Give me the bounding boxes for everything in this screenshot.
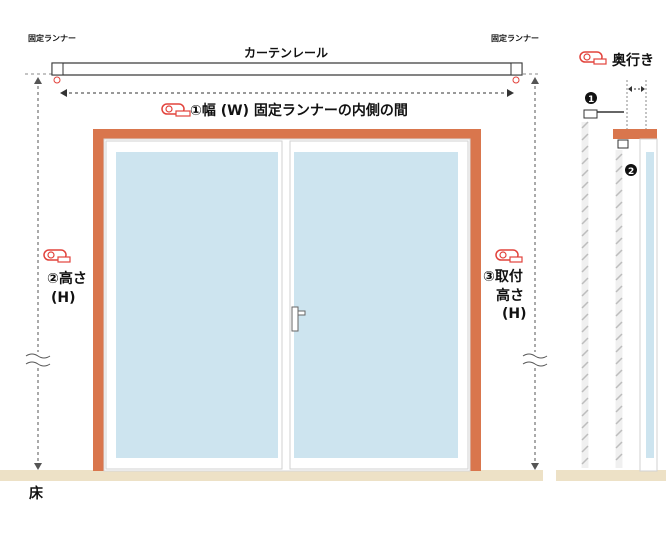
side-glass	[646, 152, 654, 458]
floor-main	[0, 470, 543, 481]
mount-label-line3: (H)	[502, 306, 527, 322]
curtain-rail	[51, 62, 523, 76]
mount-label-line1: ③取付	[483, 268, 523, 285]
hatch-left	[581, 121, 589, 465]
hatch-right	[615, 153, 623, 461]
tape-measure-icon	[495, 249, 523, 263]
marker-2	[625, 164, 637, 176]
runner-right-hook	[512, 76, 520, 84]
mount-arrow-bottom	[531, 463, 539, 470]
width-label: ①幅 (W) 固定ランナーの内側の間	[190, 102, 408, 119]
height-label-line2: (H)	[51, 290, 76, 306]
runner-right	[510, 62, 523, 76]
depth-label: 奥行き	[612, 52, 654, 69]
side-frame-top	[613, 129, 657, 139]
rail-section	[583, 109, 598, 119]
runner-label-right: 固定ランナー	[491, 33, 539, 43]
runner-left	[51, 62, 64, 76]
mount-arrow-top	[531, 77, 539, 84]
depth-arrow-left	[628, 86, 632, 92]
tape-measure-icon	[161, 103, 191, 117]
glass-right	[294, 152, 458, 458]
runner-left-hook	[53, 76, 61, 84]
marker-1-label: 1	[588, 95, 594, 105]
height-arrow-bottom	[34, 463, 42, 470]
marker-1	[585, 92, 597, 104]
marker-2-label: 2	[628, 167, 634, 177]
height-label-bg	[46, 268, 92, 304]
mount-label-line2: 高さ	[496, 287, 524, 304]
glass-left	[116, 152, 278, 458]
tape-measure-icon	[43, 249, 71, 263]
arrow-left	[60, 89, 67, 97]
window-handle-icon	[291, 306, 306, 332]
height-label-line1: ②高さ	[47, 270, 87, 287]
floor-label: 床	[29, 485, 44, 502]
side-bracket	[617, 139, 629, 149]
curtain-side-hatch	[581, 122, 623, 468]
break-mark-right	[522, 353, 548, 367]
floor-side	[556, 470, 666, 481]
mount-label-bg	[482, 266, 532, 324]
break-mark-left	[25, 353, 51, 367]
tape-measure-icon	[579, 51, 607, 65]
runner-label-left: 固定ランナー	[28, 33, 76, 43]
depth-arrow-right	[641, 86, 645, 92]
rail-label: カーテンレール	[244, 46, 328, 60]
height-arrow-top	[34, 77, 42, 84]
arrow-right	[507, 89, 514, 97]
